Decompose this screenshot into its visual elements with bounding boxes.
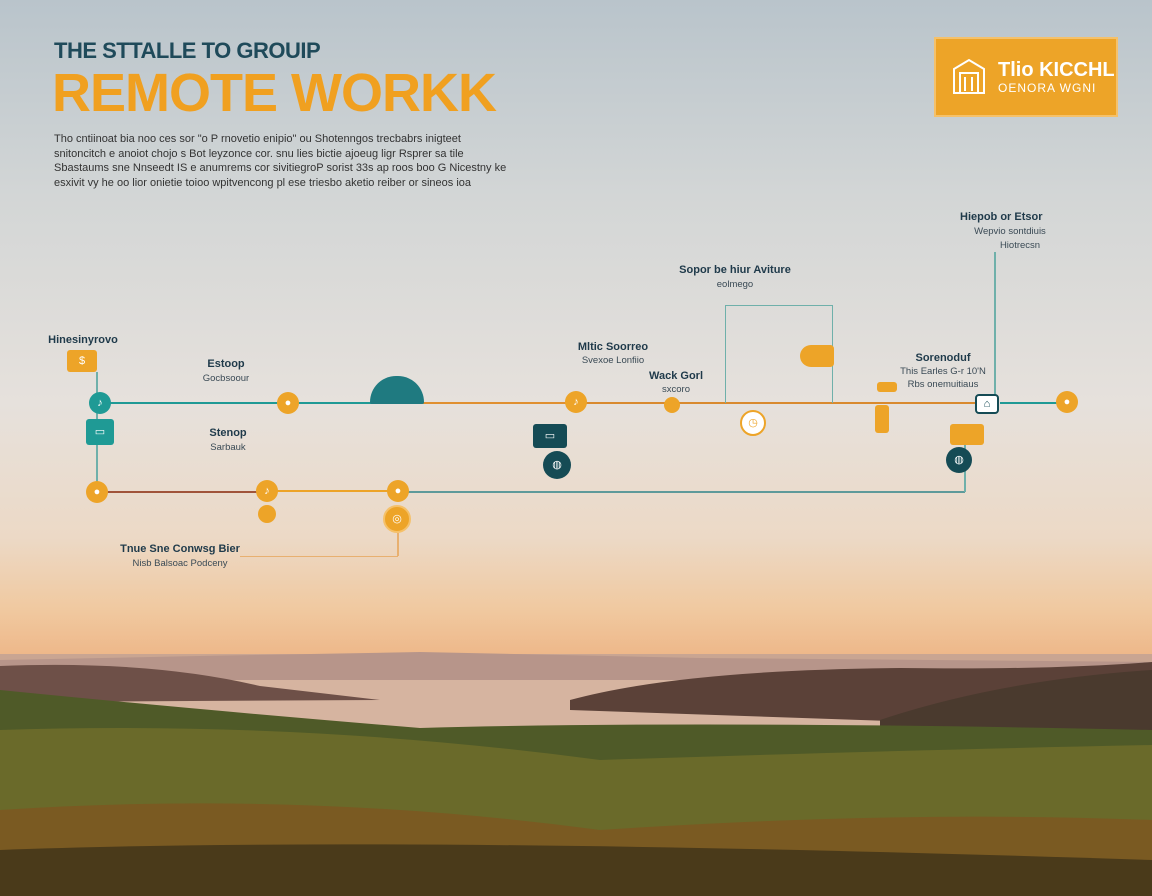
milestone-node[interactable]: ♪ [256,480,278,502]
label-title: Tnue Sne Conwsg Bier [120,543,240,555]
timeline-line [1000,402,1066,404]
intro-line: Tho cntiinoat bia noo ces sor "o P rnove… [54,133,461,145]
briefcase-icon[interactable] [950,424,984,445]
intro-text: Tho cntiinoat bia noo ces sor "o P rnove… [54,132,524,190]
intro-line: snitoncitch e anoiot chojo s Bot leyzonc… [54,147,464,160]
timeline-line [290,402,390,404]
label-sub: Nisb Balsoac Podceny [132,558,228,569]
clock-icon[interactable]: ◷ [740,410,766,436]
milestone-node[interactable]: ● [277,392,299,414]
page-title: REMOTE WORKK [52,63,497,123]
label-title: Hiepob or Etsor [960,211,1043,223]
milestone-node[interactable] [664,397,680,413]
megaphone-icon[interactable] [877,382,897,392]
milestone-node[interactable]: ♪ [565,391,587,413]
connector [994,252,996,403]
label-sub: eolmego [716,279,754,290]
landscape-background [0,652,1152,896]
timeline-line [267,490,397,492]
label-sub: Rbs onemuitiaus [907,379,979,390]
timeline-line [420,402,580,404]
label-title: Sorenoduf [915,352,971,364]
timeline-line [100,402,280,404]
milestone-node[interactable]: ● [86,481,108,503]
flag-icon[interactable]: $ [67,350,97,372]
label-sub: Hiotrecsn [999,240,1041,251]
logo-line1: Tlio KICCHL [998,59,1115,81]
label-sub: sxcoro [662,384,690,395]
label-title: Wack Gorl [649,370,703,382]
label-title: Hinesinyrovo [48,334,118,346]
globe-icon[interactable]: ◍ [543,451,571,479]
milestone-node[interactable]: ● [387,480,409,502]
label-title: Estoop [207,358,245,370]
milestone-node[interactable] [258,505,276,523]
pretitle: THE STTALLE TO GROUIP [54,38,321,63]
building-icon[interactable] [370,376,424,404]
coin-icon[interactable]: ◎ [383,505,411,533]
label-sub: Svexoe Lonfiio [581,355,645,366]
connector [397,533,399,556]
intro-line: Sbastaums sne Nnseedt IS e anumrems cor … [54,162,507,174]
timeline-line [580,402,980,404]
label-sub: Sarbauk [210,442,246,453]
laptop-icon[interactable]: ⌂ [975,394,999,414]
label-sub: Gocbsoour [202,373,250,384]
timeline-line [97,491,267,493]
logo-line2: OENORA WGNI [998,81,1097,95]
label-title: Mltic Soorreo [577,341,649,353]
intro-line: esxivit vy he oo lior onietie toioo wpit… [54,176,472,189]
label-title: Sopor be hiur Aviture [679,264,791,276]
globe-icon[interactable]: ◍ [946,447,972,473]
milestone-node[interactable]: ● [1056,391,1078,413]
monitor-icon[interactable]: ▭ [86,419,114,445]
label-sub: Wepvio sontdiuis [974,226,1046,237]
monitor-icon[interactable]: ▭ [533,424,567,448]
label-title: Stenop [209,427,247,439]
label-sub: This Earles G-r 10'N [900,366,986,377]
timeline-line [397,491,965,493]
milestone-node[interactable]: ♪ [89,392,111,414]
cap-icon[interactable] [800,345,834,367]
logo-badge: Tlio KICCHL OENORA WGNI [934,37,1118,117]
phone-icon[interactable] [875,405,889,433]
house-icon [953,58,985,94]
connector [240,556,398,557]
